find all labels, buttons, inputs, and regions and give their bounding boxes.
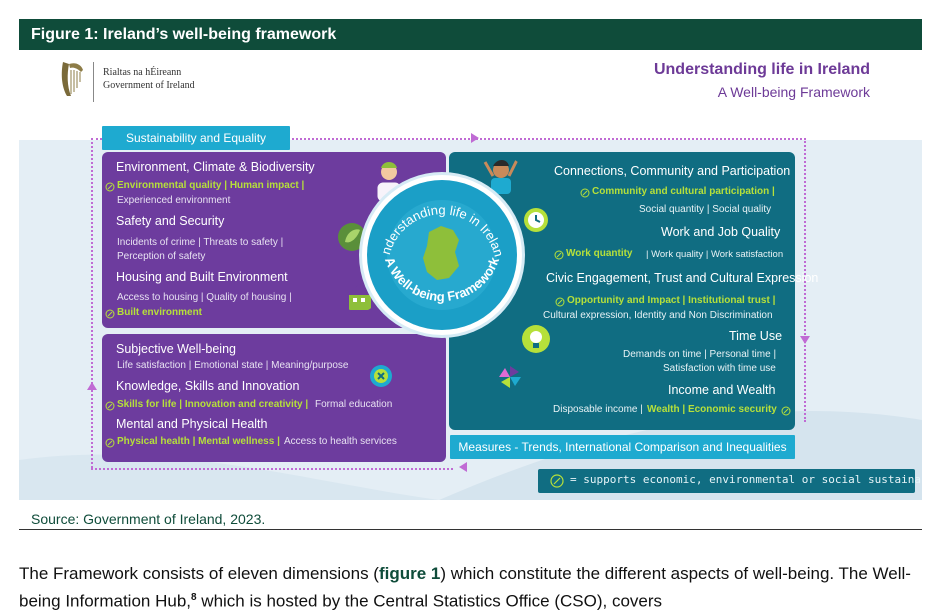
loop-left-line [91, 138, 93, 468]
figure-title: Figure 1: Ireland’s well-being framework [19, 19, 922, 50]
safety-heading: Safety and Security [116, 214, 225, 228]
knowledge-detail: Formal education [315, 399, 393, 410]
env-sustainability-measures: Environmental quality | Human impact | [117, 180, 305, 191]
civic-sustainability-measures: Opportunity and Impact | Institutional t… [567, 295, 776, 306]
sustainability-leaf-icon [554, 250, 564, 260]
income-heading: Income and Wealth [668, 383, 776, 397]
source-rule [19, 529, 922, 530]
knowledge-heading: Knowledge, Skills and Innovation [116, 379, 300, 393]
paragraph-text-3: which is hosted by the Central Statistic… [196, 591, 663, 611]
framework-title: Understanding life in Ireland [653, 61, 870, 78]
lightbulb-icon [522, 325, 550, 353]
paragraph-text-2: ) which constitute the different aspects… [19, 564, 911, 611]
sustainability-label: Sustainability and Equality [102, 126, 290, 150]
time-heading: Time Use [729, 329, 783, 343]
loop-top-left-line [91, 138, 102, 140]
house-icon [345, 284, 375, 310]
env-detail: Experienced environment [117, 195, 231, 206]
sustainability-leaf-icon [580, 188, 590, 198]
government-name-irish: Rialtas na hÉireann [103, 67, 182, 78]
income-sustainability-measures: Wealth | Economic security [647, 404, 777, 415]
government-name-english: Government of Ireland [103, 80, 195, 91]
arrow-left-icon [459, 462, 467, 472]
loop-top-line [292, 138, 806, 140]
housing-sustainability-measure: Built environment [117, 307, 203, 318]
sustainability-leaf-icon [550, 474, 564, 488]
safety-detail-1: Incidents of crime | Threats to safety | [117, 237, 284, 248]
subjective-panel [102, 334, 446, 462]
sustainability-leaf-icon [105, 309, 115, 319]
work-detail: | Work quality | Work satisfaction [646, 249, 784, 260]
legend-text: = supports economic, environmental or so… [570, 473, 922, 486]
knowledge-sustainability-measures: Skills for life | Innovation and creativ… [117, 399, 309, 410]
connections-detail: Social quantity | Social quality [639, 204, 772, 215]
connections-sustainability-measures: Community and cultural participation | [592, 186, 775, 197]
env-heading: Environment, Climate & Biodiversity [116, 160, 315, 174]
sustainability-leaf-icon [105, 182, 115, 192]
civic-detail: Cultural expression, Identity and Non Di… [543, 310, 773, 321]
framework-center-circle: Understanding life in Ireland A Well-bei… [367, 180, 517, 330]
health-detail: Access to health services [284, 436, 397, 447]
paragraph-text-1: The Framework consists of eleven dimensi… [19, 564, 379, 583]
subjective-heading: Subjective Well-being [116, 342, 236, 356]
health-sustainability-measures: Physical health | Mental wellness | [117, 436, 280, 447]
arrow-right-icon [471, 133, 479, 143]
footnote-marker[interactable]: 8 [191, 592, 197, 603]
sustainability-leaf-icon [555, 297, 565, 307]
loop-right-line [804, 138, 806, 422]
legend-box [538, 469, 915, 493]
framework-figure: Rialtas na hÉireann Government of Irelan… [19, 52, 922, 500]
arrow-down-icon [800, 336, 810, 344]
sustainability-leaf-icon [781, 406, 791, 416]
pinwheel-icon [499, 366, 521, 388]
logo-divider [93, 62, 94, 102]
time-detail-2: Satisfaction with time use [663, 363, 776, 374]
work-heading: Work and Job Quality [661, 225, 781, 239]
sustainability-leaf-icon [105, 438, 115, 448]
clock-icon [524, 208, 548, 232]
framework-subtitle: A Well-being Framework [717, 84, 870, 100]
subjective-detail: Life satisfaction | Emotional state | Me… [117, 360, 349, 371]
figure-source: Source: Government of Ireland, 2023. [31, 511, 266, 527]
time-detail-1: Demands on time | Personal time | [623, 349, 777, 360]
housing-heading: Housing and Built Environment [116, 270, 288, 284]
figure-reference-link[interactable]: figure 1 [378, 564, 441, 583]
harp-logo-icon [61, 62, 83, 96]
ireland-map-icon [423, 226, 459, 280]
leaf-icon [338, 223, 366, 251]
center-circle-text: Understanding life in Ireland A Well-bei… [367, 180, 507, 304]
work-sustainability-measure: Work quantity [566, 248, 633, 259]
health-heading: Mental and Physical Health [116, 417, 268, 431]
arrow-up-icon [87, 382, 97, 390]
people-celebrating-icon [483, 159, 519, 194]
measures-label: Measures - Trends, International Compari… [450, 435, 795, 459]
housing-detail: Access to housing | Quality of housing | [117, 292, 292, 303]
income-detail: Disposable income | [553, 404, 643, 415]
civic-heading: Civic Engagement, Trust and Cultural Exp… [546, 271, 819, 285]
connections-heading: Connections, Community and Participation [554, 164, 791, 178]
compass-icon [370, 365, 392, 387]
loop-bottom-line [91, 468, 453, 470]
body-paragraph: The Framework consists of eleven dimensi… [19, 562, 925, 614]
sustainability-leaf-icon [105, 401, 115, 411]
safety-detail-2: Perception of safety [117, 251, 206, 262]
